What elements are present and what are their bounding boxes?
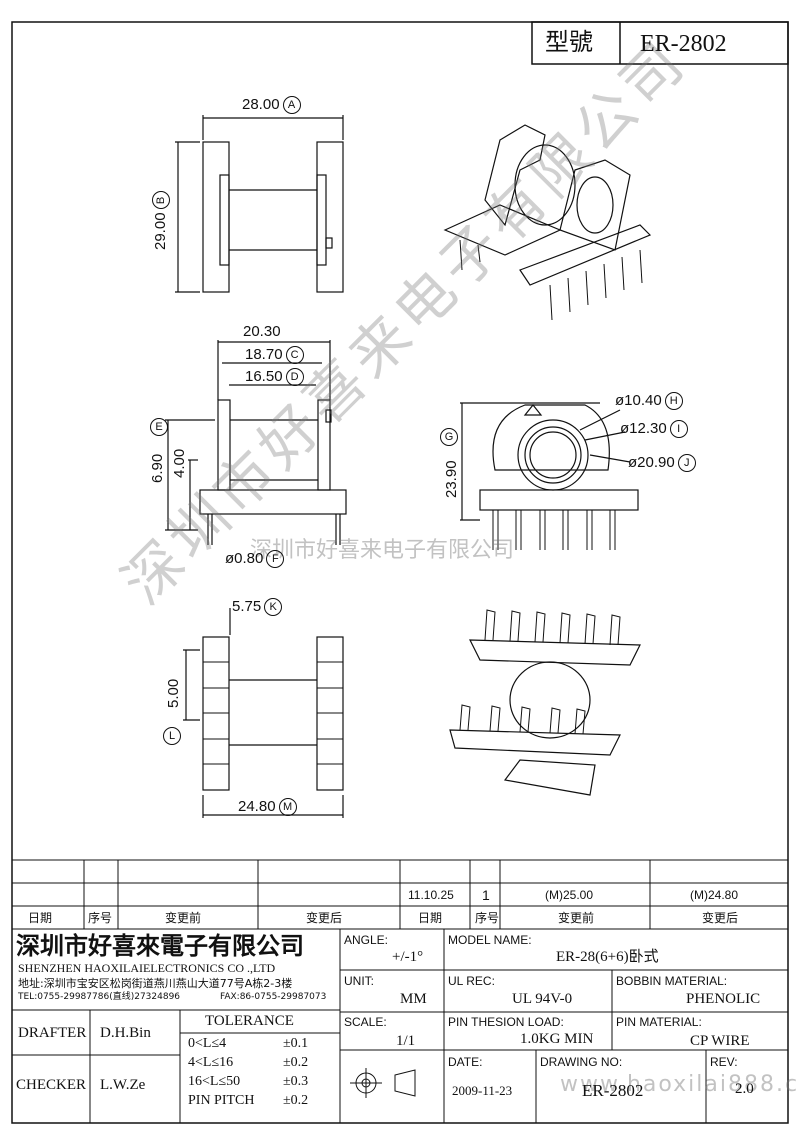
tolerance-range: PIN PITCH <box>188 1093 255 1108</box>
drafter-label: DRAFTER <box>18 1025 87 1041</box>
view-iso-top <box>443 124 652 321</box>
pin-load-value: 1.0KG MIN <box>520 1031 594 1047</box>
rev-header-before: 变更前 <box>165 911 202 925</box>
rev-header-after2: 变更后 <box>702 911 739 925</box>
angle-value: +/-1° <box>392 949 424 965</box>
model-box-value: ER-2802 <box>640 31 727 57</box>
view-side <box>460 402 639 550</box>
drawing-no-value: ER-2802 <box>582 1081 644 1100</box>
scale-label: SCALE: <box>344 1015 387 1029</box>
drawing-no-label: DRAWING NO: <box>540 1055 623 1069</box>
title-block-grid <box>12 859 788 1123</box>
tolerance-value: ±0.2 <box>283 1093 309 1108</box>
dim-c1: 20.30 <box>243 323 281 340</box>
view-top <box>175 115 344 293</box>
checker-label: CHECKER <box>16 1077 87 1093</box>
company-name-en: SHENZHEN HAOXILAIELECTRONICS CO .,LTD <box>18 961 276 975</box>
bobbin-material-value: PHENOLIC <box>686 991 761 1007</box>
dim-g: 23.90 <box>443 460 460 498</box>
view-front <box>165 340 347 545</box>
rev-seq: 1 <box>482 887 490 903</box>
company-tel: TEL:0755-29987786(直线)27324896 <box>18 992 181 1002</box>
tolerance-range: 16<L≤50 <box>188 1074 241 1089</box>
view-iso-bottom <box>449 609 641 796</box>
dim-l: 5.00 <box>165 678 182 708</box>
pin-material-label: PIN MATERIAL: <box>616 1015 702 1029</box>
date-label: DATE: <box>448 1055 483 1069</box>
tag-c: C <box>285 346 304 364</box>
date-value: 2009-11-23 <box>452 1083 513 1098</box>
dim-e2: 4.00 <box>171 448 188 478</box>
bobbin-material-label: BOBBIN MATERIAL: <box>616 974 728 988</box>
model-name-label: MODEL NAME: <box>448 933 532 947</box>
rev-before: (M)25.00 <box>545 888 594 902</box>
company-address: 地址:深圳市宝安区松岗街道燕川燕山大道77号A栋2-3楼 <box>18 977 293 990</box>
drafter-name: D.H.Bin <box>100 1025 151 1041</box>
watermark-center: 深圳市好喜来电子有限公司 <box>250 538 515 563</box>
watermark-url: www.haoxilai888.com <box>560 1072 800 1097</box>
rev-header-before2: 变更前 <box>558 911 595 925</box>
pin-load-label: PIN THESION LOAD: <box>448 1015 564 1029</box>
dim-b: 29.00B <box>152 191 170 250</box>
tag-l: L <box>160 727 181 745</box>
model-box-label: 型號 <box>545 30 593 56</box>
dim-e: 6.90 <box>149 453 166 483</box>
checker-name: L.W.Ze <box>100 1077 146 1093</box>
rev-header-seq2: 序号 <box>475 911 500 925</box>
tolerance-value: ±0.3 <box>283 1074 309 1089</box>
rev-date: 11.10.25 <box>408 888 454 902</box>
tag-d: D <box>285 368 304 386</box>
rev-value: 2.0 <box>735 1081 754 1097</box>
projection-symbol <box>350 1068 416 1098</box>
rev-header-after: 变更后 <box>306 911 343 925</box>
company-fax: FAX:86-0755-29987073 <box>220 992 327 1002</box>
view-bottom <box>183 608 344 818</box>
tag-i: I <box>669 420 688 438</box>
ul-value: UL 94V-0 <box>512 991 573 1007</box>
tag-e: E <box>147 418 168 436</box>
rev-label: REV: <box>710 1055 738 1069</box>
tolerance-range: 4<L≤16 <box>188 1055 234 1070</box>
rev-header-date2: 日期 <box>418 911 443 925</box>
company-name-cn: 深圳市好喜來電子有限公司 <box>16 932 304 960</box>
unit-value: MM <box>400 991 427 1007</box>
tag-h: H <box>664 392 683 410</box>
tolerance-title: TOLERANCE <box>205 1013 294 1029</box>
tolerance-value: ±0.2 <box>283 1055 309 1070</box>
tag-k: K <box>264 598 283 616</box>
tag-b: B <box>152 191 170 210</box>
model-name-value: ER-28(6+6)卧式 <box>556 949 659 965</box>
tag-g: G <box>437 428 458 446</box>
tag-f: F <box>266 550 285 568</box>
rev-header-date: 日期 <box>28 911 53 925</box>
scale-value: 1/1 <box>396 1033 416 1049</box>
tolerance-value: ±0.1 <box>283 1036 309 1051</box>
rev-header-seq: 序号 <box>88 911 113 925</box>
ul-label: UL REC: <box>448 974 495 988</box>
tag-m: M <box>278 798 297 816</box>
tag-j: J <box>677 454 696 472</box>
rev-after: (M)24.80 <box>690 888 739 902</box>
pin-material-value: CP WIRE <box>690 1033 750 1049</box>
tag-a: A <box>282 96 301 114</box>
angle-label: ANGLE: <box>344 933 389 947</box>
unit-label: UNIT: <box>344 974 374 988</box>
tolerance-range: 0<L≤4 <box>188 1036 227 1051</box>
